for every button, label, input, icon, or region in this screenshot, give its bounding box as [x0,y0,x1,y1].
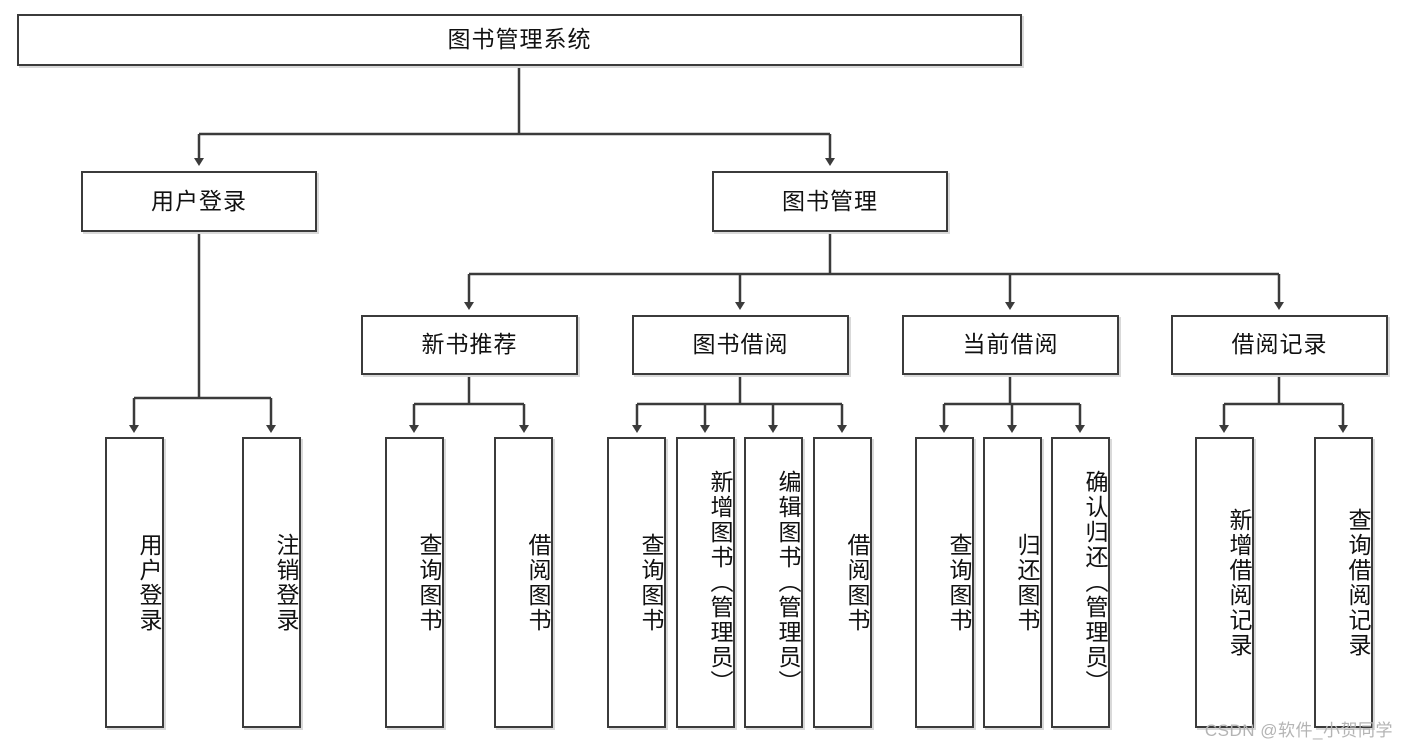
node-label: 确认归还（管理员） [1082,470,1108,695]
node-new-book-recommend[interactable]: 新书推荐 [361,315,578,375]
leaf-add-book-admin[interactable]: 新增图书（管理员） [676,437,735,728]
node-root-system[interactable]: 图书管理系统 [17,14,1022,66]
node-label: 借阅记录 [1231,331,1328,358]
node-label: 新书推荐 [421,331,518,358]
leaf-borrow-book[interactable]: 借阅图书 [813,437,872,728]
node-label: 新增图书（管理员） [707,470,733,695]
leaf-query-book-recommend[interactable]: 查询图书 [385,437,444,728]
node-label: 注销登录 [273,532,299,633]
leaf-query-book-borrow[interactable]: 查询图书 [607,437,666,728]
node-user-login[interactable]: 用户登录 [81,171,317,232]
node-label: 图书管理 [782,187,878,214]
node-label: 新增借阅记录 [1226,507,1252,658]
node-label: 查询图书 [638,532,664,633]
leaf-return-book[interactable]: 归还图书 [983,437,1042,728]
leaf-user-login[interactable]: 用户登录 [105,437,164,728]
node-label: 图书管理系统 [447,26,592,53]
node-label: 借阅图书 [525,532,551,633]
leaf-confirm-return-admin[interactable]: 确认归还（管理员） [1051,437,1110,728]
leaf-query-book-current[interactable]: 查询图书 [915,437,974,728]
leaf-borrow-book-recommend[interactable]: 借阅图书 [494,437,553,728]
node-current-borrow[interactable]: 当前借阅 [902,315,1119,375]
leaf-query-borrow-record[interactable]: 查询借阅记录 [1314,437,1373,728]
leaf-logout-login[interactable]: 注销登录 [242,437,301,728]
node-label: 查询图书 [416,532,442,633]
node-label: 归还图书 [1014,532,1040,633]
node-borrow-record[interactable]: 借阅记录 [1171,315,1388,375]
node-label: 借阅图书 [844,532,870,633]
node-label: 当前借阅 [962,331,1059,358]
node-label: 编辑图书（管理员） [775,470,801,695]
node-book-management[interactable]: 图书管理 [712,171,948,232]
node-label: 图书借阅 [692,331,789,358]
node-label: 查询图书 [946,532,972,633]
node-label: 查询借阅记录 [1345,507,1371,658]
leaf-edit-book-admin[interactable]: 编辑图书（管理员） [744,437,803,728]
csdn-watermark: CSDN @软件_小贺同学 [1204,721,1393,740]
node-label: 用户登录 [136,532,162,633]
leaf-add-borrow-record[interactable]: 新增借阅记录 [1195,437,1254,728]
node-label: 用户登录 [151,187,247,214]
node-book-borrow[interactable]: 图书借阅 [632,315,849,375]
